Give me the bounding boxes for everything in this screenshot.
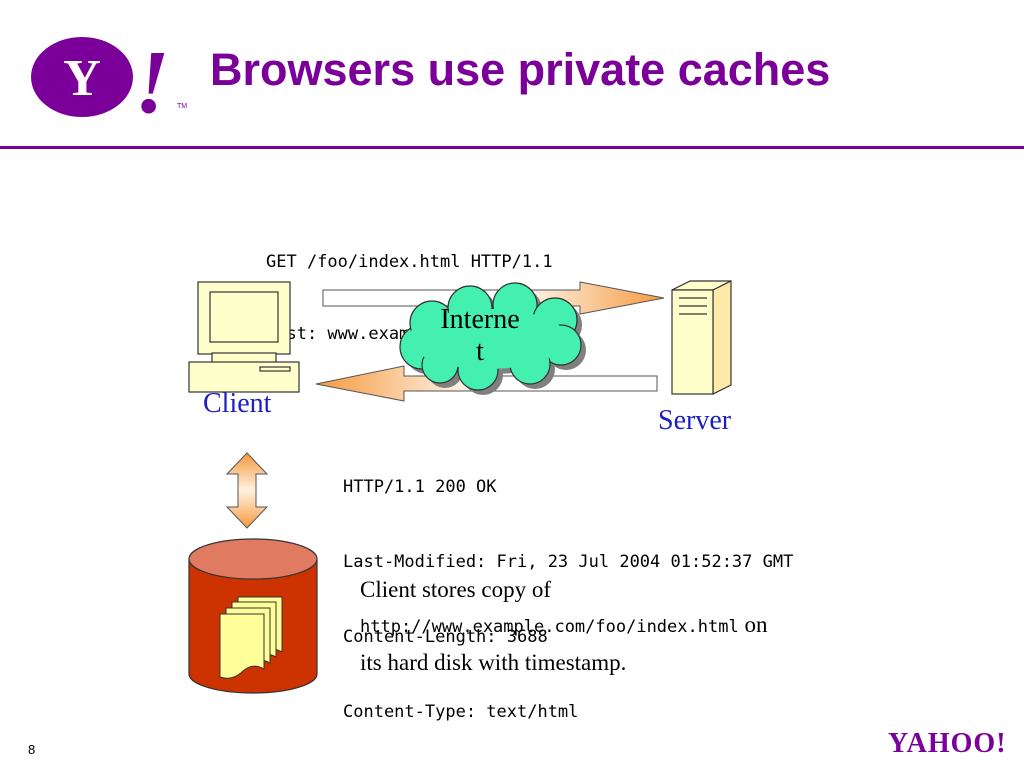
cached-url: http://www.example.com/foo/index.html: [360, 617, 739, 637]
page-title: Browsers use private caches: [210, 44, 831, 95]
internet-label: Interne t: [420, 304, 540, 368]
cached-documents-icon: [219, 596, 283, 679]
footer-brand-logo: YAHOO!: [888, 728, 1007, 759]
cache-note: Client stores copy of http://www.example…: [360, 572, 880, 680]
server-label: Server: [658, 405, 732, 436]
server-tower-icon: [671, 280, 732, 395]
note-on: on: [738, 612, 768, 637]
internet-cloud-core: [408, 309, 568, 369]
http-response: HTTP/1.1 200 OK Last-Modified: Fri, 23 J…: [343, 425, 793, 750]
logo-exclaim: !: [134, 33, 169, 120]
cache-transfer-arrow: [225, 452, 269, 529]
client-computer-icon: [188, 281, 300, 393]
logo-letter: Y: [63, 50, 101, 107]
response-line: Last-Modified: Fri, 23 Jul 2004 01:52:37…: [343, 552, 794, 572]
request-arrow: [322, 281, 665, 315]
response-line: HTTP/1.1 200 OK: [343, 477, 497, 497]
note-line-1: Client stores copy of: [360, 577, 551, 602]
note-line-3: its hard disk with timestamp.: [360, 650, 627, 675]
response-line: Content-Type: text/html: [343, 702, 579, 722]
internet-label-line: Interne: [440, 304, 520, 335]
response-line: Content-Length: 3688: [343, 627, 548, 647]
note-line-2: http://www.example.com/foo/index.html on: [360, 607, 880, 645]
title-divider: [0, 146, 1024, 149]
logo-trademark: TM: [177, 103, 187, 110]
internet-label-line: t: [476, 336, 484, 367]
request-line: GET /foo/index.html HTTP/1.1: [266, 252, 553, 272]
yahoo-logo-graphic: Y ! TM: [31, 33, 187, 132]
page-number: 8: [28, 742, 36, 757]
yahoo-logo: Y ! TM: [30, 30, 200, 132]
client-label: Client: [203, 388, 272, 419]
